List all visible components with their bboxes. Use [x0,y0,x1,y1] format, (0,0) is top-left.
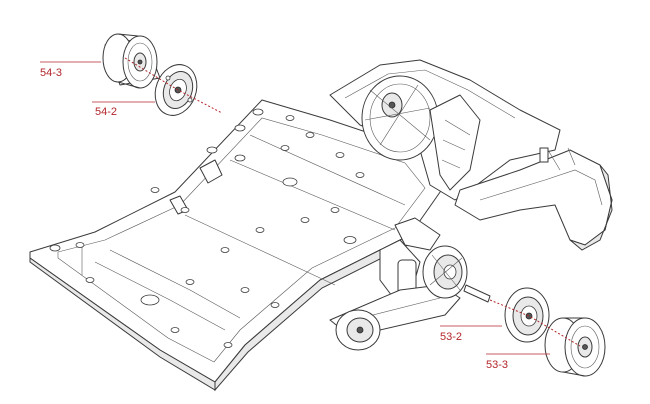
axle-assembly [329,217,491,351]
callout-53-3: 53-3 [486,359,508,371]
callout-54-2: 54-2 [95,106,117,118]
part-53-3-drum [544,317,606,378]
blade-housing [329,59,561,201]
deck-fasteners [49,108,365,348]
part-53-2-pulley [504,287,550,343]
explosion-lines [124,57,581,347]
part-54-3-drum [102,33,161,89]
front-bumper [454,147,613,251]
callout-leaders [40,61,550,355]
callout-54-3: 54-3 [40,67,62,79]
callout-53-2: 53-2 [440,331,462,343]
